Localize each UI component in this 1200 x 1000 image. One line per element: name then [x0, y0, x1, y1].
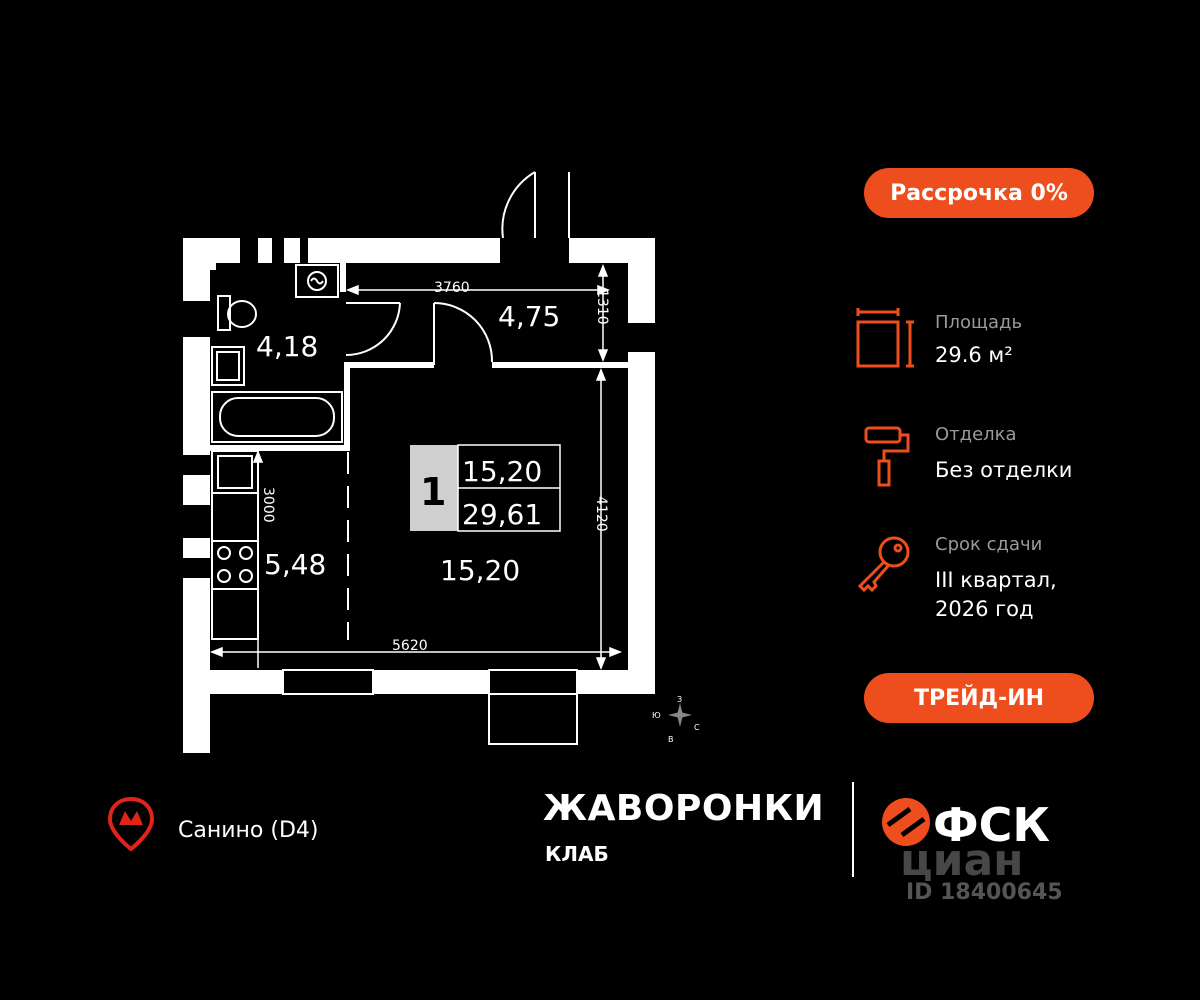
compass-e: С	[694, 723, 700, 732]
area-icon	[856, 308, 914, 368]
wall-bath-bottom	[210, 445, 350, 451]
counter-2	[211, 588, 259, 640]
wall-bath-upper	[340, 262, 346, 292]
wall-left-bottom	[183, 578, 210, 753]
divider	[852, 782, 854, 877]
installment-badge[interactable]: Рассрочка 0%	[864, 168, 1094, 218]
counter	[211, 492, 259, 542]
finish-label: Отделка	[935, 424, 1017, 445]
window-room	[488, 669, 578, 695]
compass-n: З	[677, 695, 682, 704]
area-label: Площадь	[935, 312, 1023, 333]
cian-watermark: циан	[900, 835, 1024, 886]
wall-top-vent1	[258, 238, 272, 263]
boiler	[295, 264, 339, 298]
toilet-tank	[217, 295, 231, 331]
dim-1310: 1310	[594, 289, 610, 325]
compass-w: Ю	[652, 711, 661, 720]
summary-total: 29,61	[462, 498, 542, 531]
finish-value: Без отделки	[935, 458, 1073, 482]
paint-roller-icon	[864, 426, 910, 487]
complex-sub: КЛАБ	[545, 842, 609, 866]
room-count-box	[410, 445, 458, 531]
wall-left-seg	[183, 475, 210, 505]
metro-pin-icon	[107, 796, 155, 852]
wall-top-left	[183, 238, 240, 263]
wall-top-mid	[308, 238, 500, 263]
wall-bottom-right	[577, 670, 655, 694]
stove-icon	[211, 540, 259, 590]
dim-3760: 3760	[434, 280, 470, 296]
compass-icon	[668, 703, 692, 727]
front-door	[501, 171, 570, 239]
wall-right-bottom	[628, 352, 655, 672]
area-hall: 4,75	[498, 300, 560, 333]
sink-bath	[211, 346, 245, 386]
deadline-line1: III квартал,	[935, 568, 1057, 592]
wall-right-top	[628, 238, 655, 323]
room-door	[433, 302, 494, 365]
deadline-line2: 2026 год	[935, 597, 1034, 621]
wall-hall-bottom-right	[492, 362, 628, 368]
area-bathroom: 4,18	[256, 330, 318, 363]
wall-bottom-left	[183, 670, 283, 694]
summary-living: 15,20	[462, 455, 542, 488]
area-kitchen: 5,48	[264, 548, 326, 581]
brand-logo: ФСК	[933, 798, 1050, 852]
area-value: 29.6 м²	[935, 343, 1013, 367]
wall-hall-bottom-left	[344, 362, 434, 368]
window-kitchen	[282, 669, 374, 695]
wall-bottom-mid	[373, 670, 489, 694]
compass-s: В	[668, 735, 674, 744]
key-icon	[857, 536, 910, 593]
fsk-logo-icon	[882, 798, 930, 846]
wall-bath-right	[344, 365, 350, 451]
dim-5620: 5620	[392, 638, 428, 654]
wall-left-seg2	[183, 538, 210, 558]
toilet-icon	[227, 300, 257, 328]
bathtub	[211, 391, 343, 443]
area-living: 15,20	[440, 554, 520, 587]
bathroom-door	[345, 302, 401, 356]
wall-top-vent2	[284, 238, 300, 263]
trade-in-badge[interactable]: ТРЕЙД-ИН	[864, 673, 1094, 723]
listing-id: ID 18400645	[906, 880, 1063, 905]
complex-name: ЖАВОРОНКИ	[543, 788, 825, 829]
deadline-label: Срок сдачи	[935, 534, 1043, 555]
dim-3000: 3000	[260, 487, 276, 523]
dim-4120: 4120	[593, 496, 609, 532]
wall-left-mid	[183, 337, 210, 455]
metro-station: Санино (D4)	[178, 818, 319, 843]
room-count: 1	[420, 470, 446, 514]
balcony	[488, 693, 578, 745]
